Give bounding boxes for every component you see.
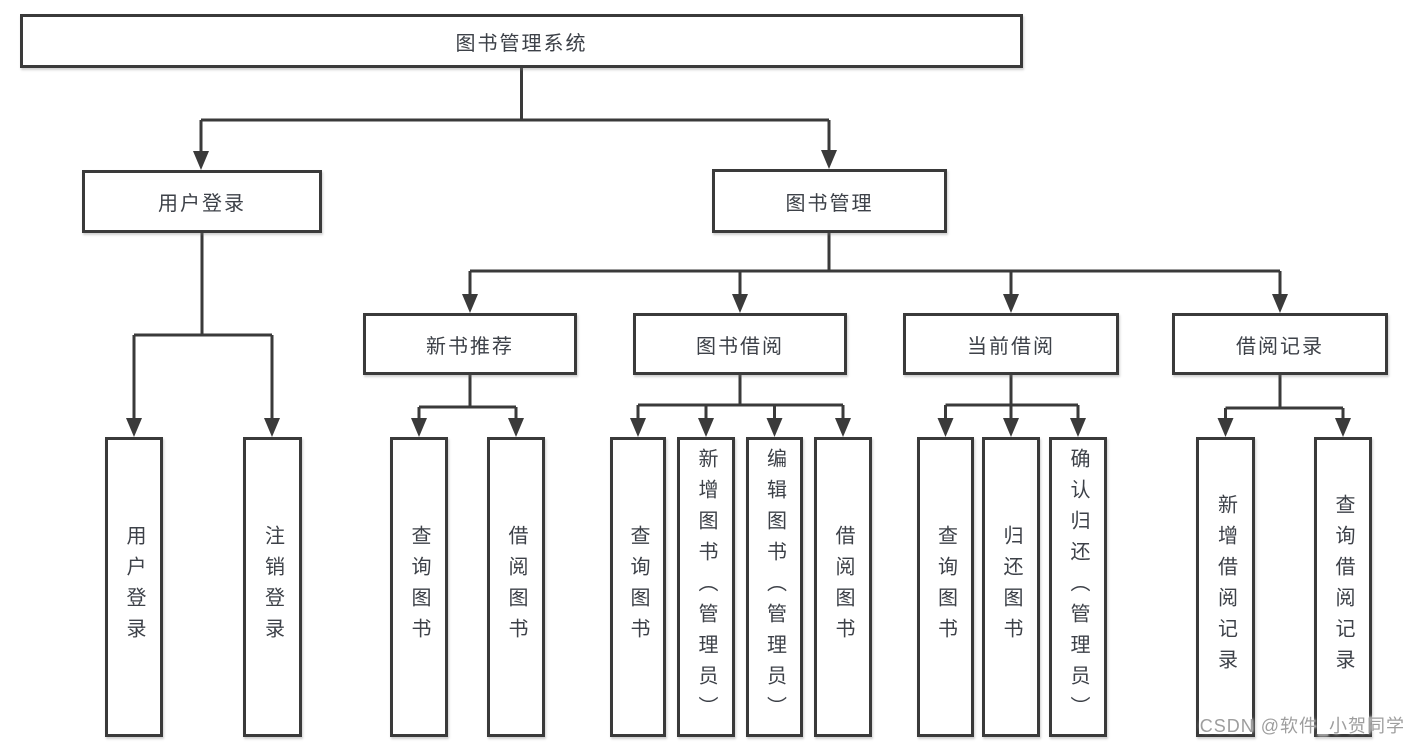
leaf-query-books-current: 查询图书 (917, 437, 974, 737)
leaf-borrow-books-borrowing: 借阅图书 (814, 437, 872, 737)
arrow-down-icon (508, 418, 524, 437)
arrow-down-icon (1070, 418, 1086, 437)
node-book-management: 图书管理 (712, 169, 947, 233)
leaf-query-borrow-record: 查询借阅记录 (1314, 437, 1372, 737)
leaf-user-login: 用户登录 (105, 437, 163, 737)
leaf-borrow-books-recommend: 借阅图书 (487, 437, 545, 737)
leaf-add-book-admin: 新增图书（管理员） (677, 437, 735, 737)
arrow-down-icon (1335, 418, 1351, 437)
arrow-down-icon (937, 418, 954, 437)
arrow-down-icon (193, 151, 209, 170)
node-borrowing-records: 借阅记录 (1172, 313, 1388, 375)
node-user-login: 用户登录 (82, 170, 322, 233)
arrow-down-icon (1217, 418, 1234, 437)
arrow-down-icon (766, 418, 783, 437)
arrow-down-icon (732, 294, 748, 313)
leaf-confirm-return-admin: 确认归还（管理员） (1049, 437, 1107, 737)
node-library-management-system: 图书管理系统 (20, 14, 1023, 68)
leaf-return-book: 归还图书 (982, 437, 1040, 737)
arrow-down-icon (411, 418, 427, 437)
arrow-down-icon (698, 418, 714, 437)
leaf-query-books-borrowing: 查询图书 (610, 437, 666, 737)
arrow-down-icon (264, 418, 280, 437)
leaf-edit-book-admin: 编辑图书（管理员） (746, 437, 803, 737)
arrow-down-icon (835, 418, 851, 437)
arrow-down-icon (1272, 294, 1288, 313)
node-book-borrowing: 图书借阅 (633, 313, 847, 375)
arrow-down-icon (462, 294, 478, 313)
arrow-down-icon (126, 418, 142, 437)
arrow-down-icon (1003, 294, 1019, 313)
node-new-book-recommendation: 新书推荐 (363, 313, 577, 375)
arrow-down-icon (821, 150, 837, 169)
arrow-down-icon (1003, 418, 1019, 437)
arrow-down-icon (630, 418, 646, 437)
leaf-add-borrow-record: 新增借阅记录 (1196, 437, 1255, 737)
leaf-query-books-recommend: 查询图书 (390, 437, 448, 737)
leaf-logout: 注销登录 (243, 437, 302, 737)
node-current-borrowing: 当前借阅 (903, 313, 1119, 375)
